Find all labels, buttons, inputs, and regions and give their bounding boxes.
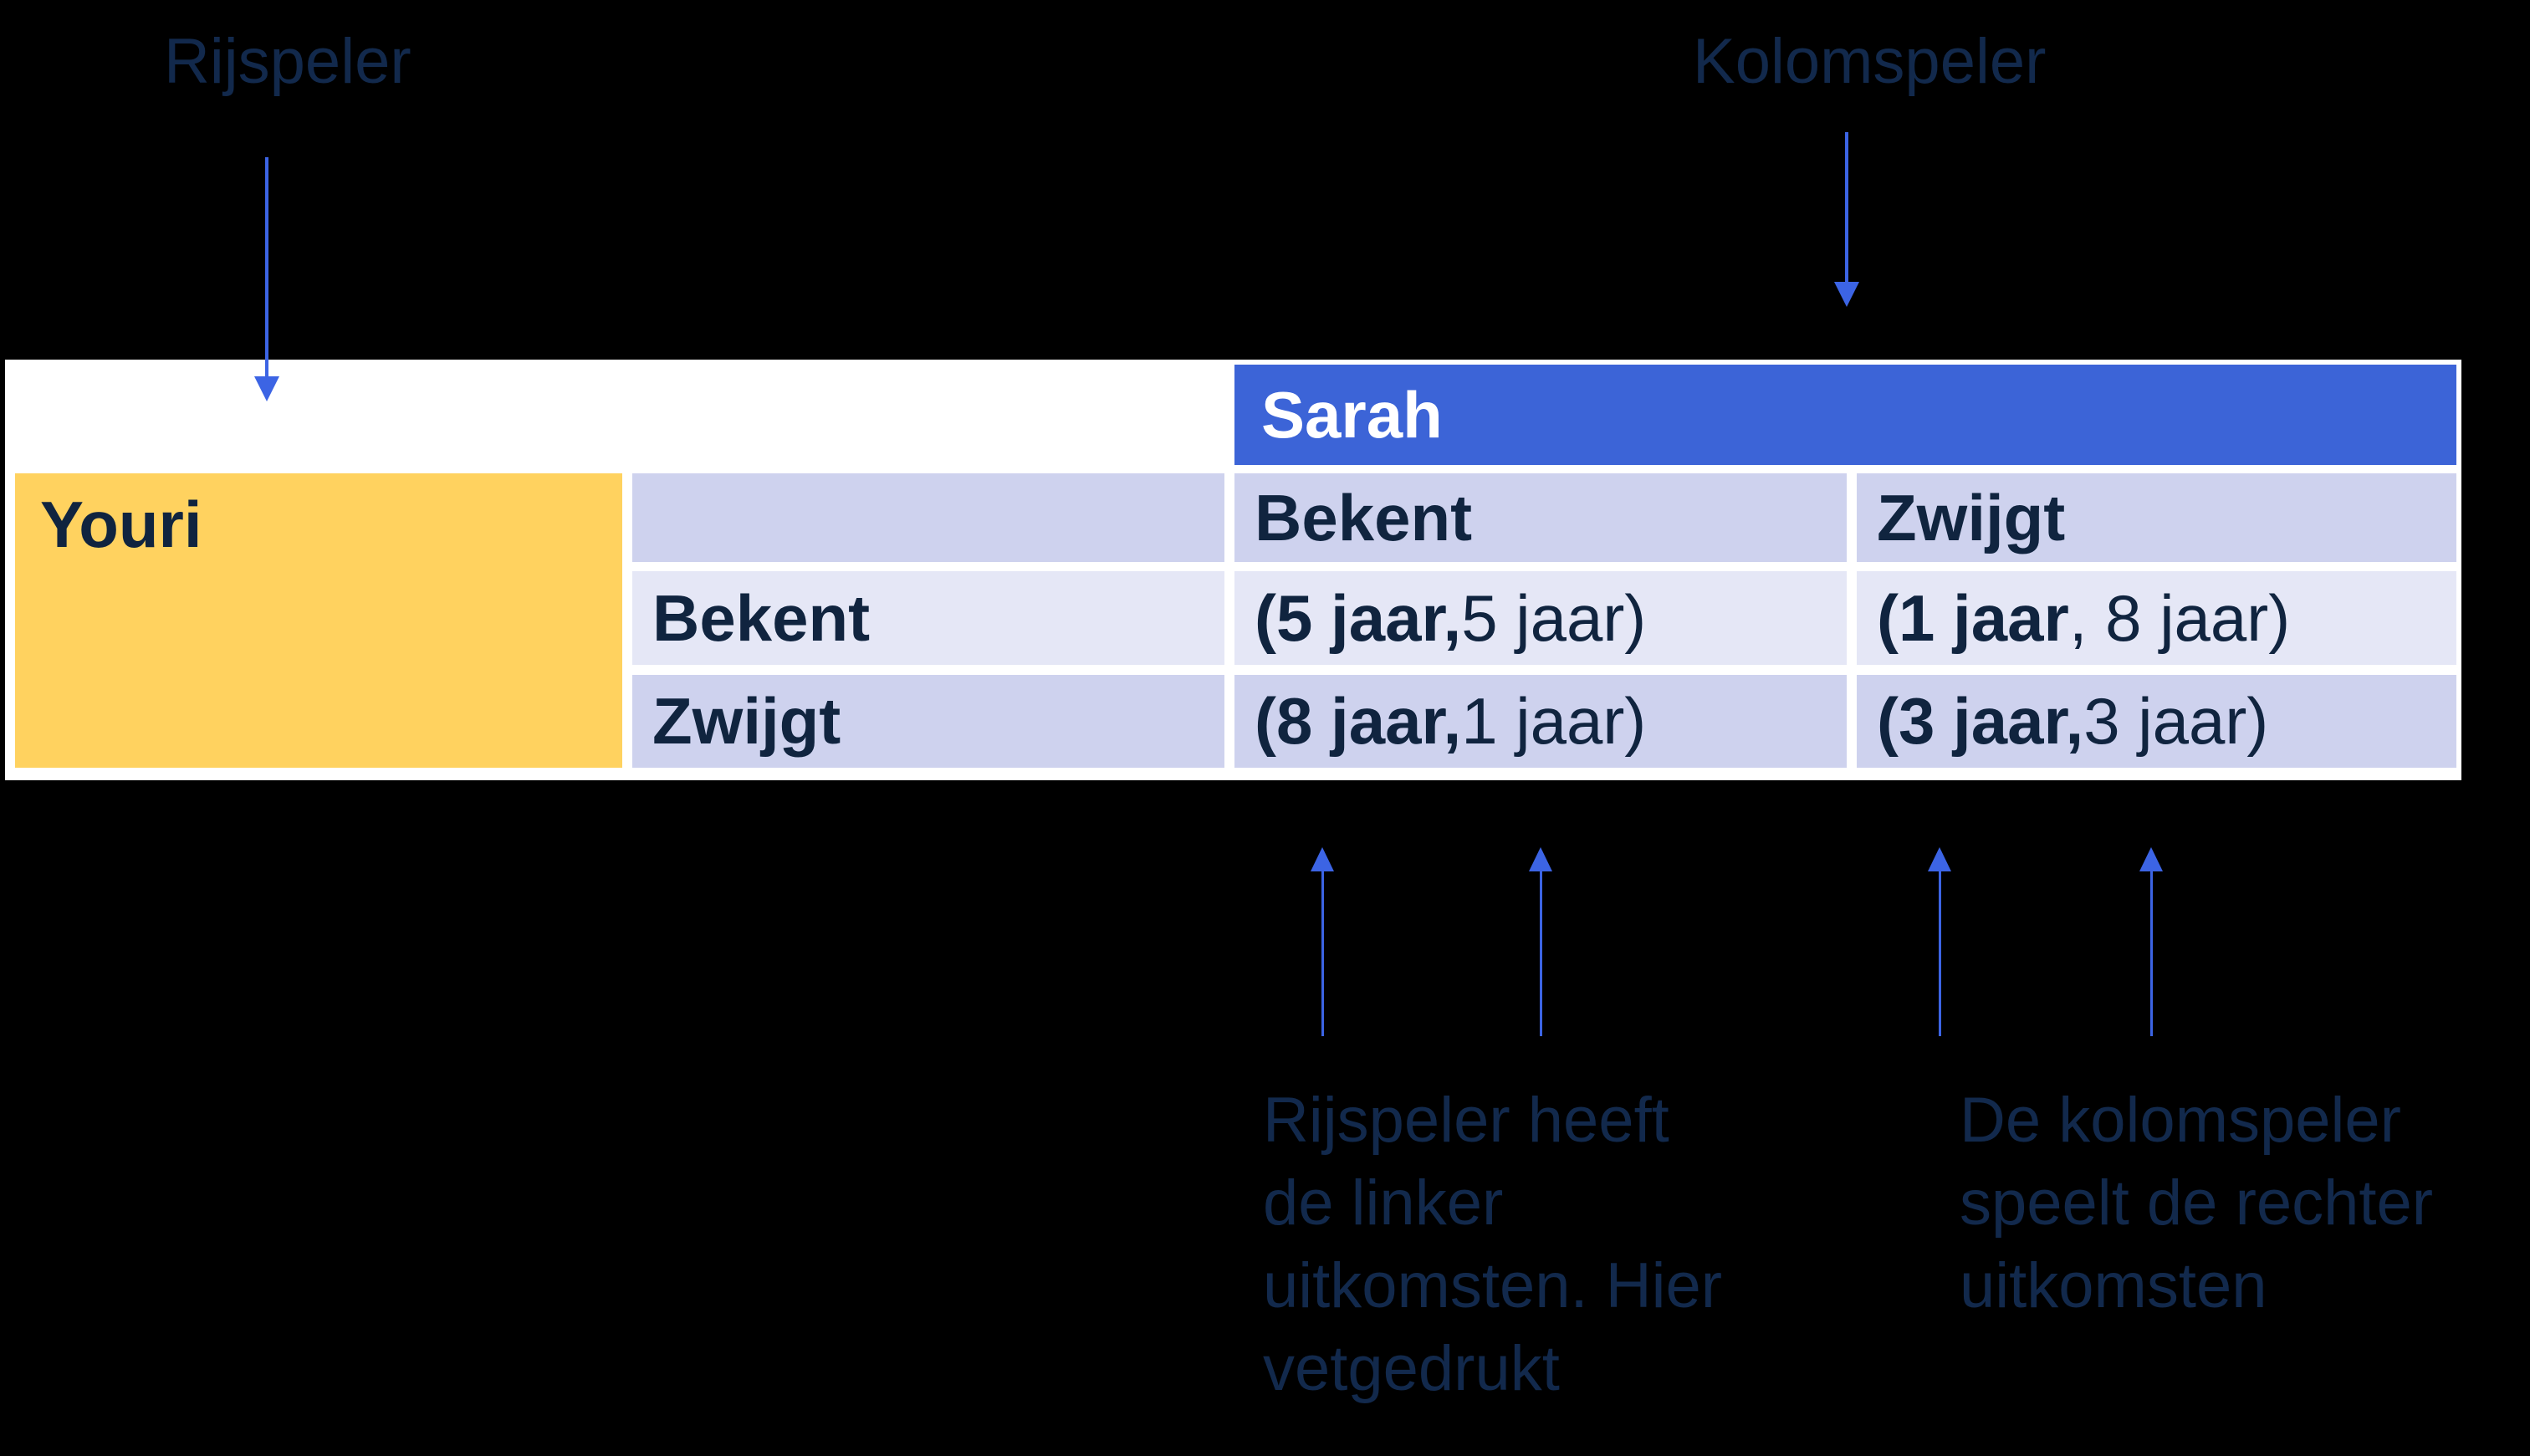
payoff-zwijgt-zwijgt: (3 jaar, 3 jaar) [1857,675,2456,768]
column-player-payoff: 5 jaar) [1461,580,1647,655]
row-player-payoff: (8 jaar, [1255,684,1462,758]
left-outcome-arrow-up-icon [1311,847,1334,1036]
column-player-payoff: 1 jaar) [1461,684,1647,758]
payoff-zwijgt-bekent: (8 jaar, 1 jaar) [1234,675,1847,768]
row-player-arrow-down-icon [254,157,279,401]
arrow-head-icon [1311,847,1334,871]
note-line: speelt de rechter [1960,1167,2434,1239]
arrow-head-icon [2139,847,2163,871]
arrow-line [1539,871,1542,1036]
column-strategy-zwijgt: Zwijgt [1857,473,2456,562]
empty-corner-cell [632,473,1224,562]
payoff-bekent-zwijgt: (1 jaar , 8 jaar) [1857,571,2456,665]
row-player-header-cell: Youri [15,473,622,768]
arrow-line [1321,871,1324,1036]
note-line: de linker [1263,1167,1504,1239]
payoff-bekent-bekent: (5 jaar, 5 jaar) [1234,571,1847,665]
arrow-head-icon [254,376,279,401]
note-line: uitkomsten [1960,1250,2267,1321]
column-player-label: Kolomspeler [1693,26,2047,97]
column-player-header-cell: Sarah [1234,365,2456,465]
column-strategy-bekent: Bekent [1234,473,1847,562]
arrow-line [1845,132,1848,282]
column-player-outcome-note: De kolomspeler speelt de rechter uitkoms… [1960,1079,2433,1327]
note-line: De kolomspeler [1960,1085,2401,1156]
arrow-line [1938,871,1941,1036]
left-outcome-arrow-up-icon [1529,847,1552,1036]
row-player-label: Rijspeler [164,26,411,97]
arrow-line [2149,871,2153,1036]
row-player-payoff: (1 jaar [1877,580,2069,655]
note-line: vetgedrukt [1263,1333,1560,1404]
row-strategy-zwijgt: Zwijgt [632,675,1224,768]
arrow-head-icon [1928,847,1951,871]
note-line: Rijspeler heeft [1263,1085,1669,1156]
right-outcome-arrow-up-icon [1928,847,1951,1036]
right-outcome-arrow-up-icon [2139,847,2163,1036]
column-player-payoff: 3 jaar) [2083,684,2269,758]
arrow-head-icon [1529,847,1552,871]
row-player-payoff: (5 jaar, [1255,580,1462,655]
arrow-line [265,157,268,376]
arrow-head-icon [1834,282,1859,307]
column-player-arrow-down-icon [1834,132,1859,307]
column-player-payoff: , 8 jaar) [2068,580,2291,655]
note-line: uitkomsten. Hier [1263,1250,1723,1321]
row-player-outcome-note: Rijspeler heeft de linker uitkomsten. Hi… [1263,1079,1722,1410]
row-player-payoff: (3 jaar, [1877,684,2084,758]
row-strategy-bekent: Bekent [632,571,1224,665]
